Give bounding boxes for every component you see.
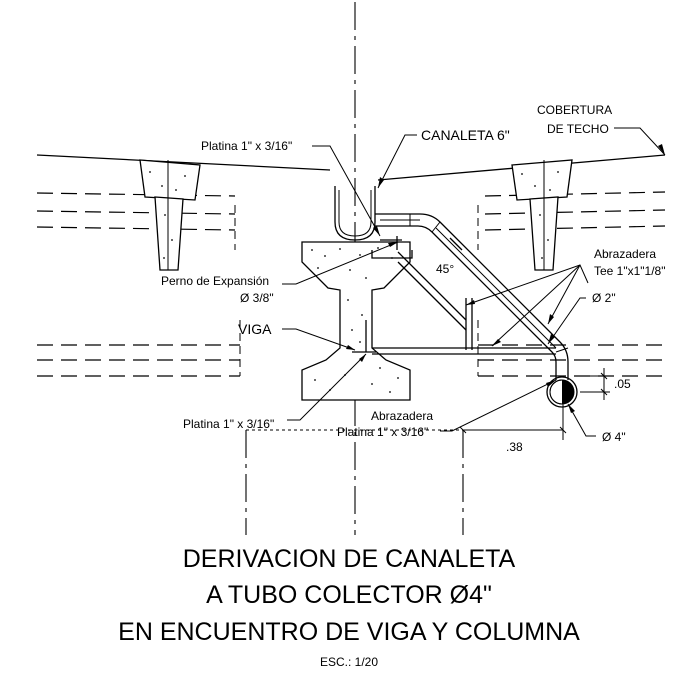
bracket-plate	[352, 236, 402, 353]
annotation-labels: COBERTURA DE TECHO CANALETA 6" Platina 1…	[161, 103, 666, 454]
label-diam-4: Ø 4"	[602, 430, 626, 444]
dimension-lines	[459, 368, 610, 440]
label-abrazadera-bottom-2: Platina 1" x 3/16"	[337, 425, 428, 439]
leader-lines	[282, 127, 666, 437]
label-angle: 45°	[436, 262, 454, 276]
label-abrazadera-bottom-1: Abrazadera	[371, 409, 433, 423]
label-dim-38: .38	[506, 440, 523, 454]
collector-pipe	[546, 376, 578, 408]
label-viga: VIGA	[238, 321, 272, 337]
label-platina-top: Platina 1" x 3/16"	[201, 139, 292, 153]
title-line-1: DERIVACION DE CANALETA	[183, 545, 516, 573]
label-platina-bottom: Platina 1" x 3/16"	[183, 417, 274, 431]
main-beam	[301, 241, 411, 401]
title-line-2: A TUBO COLECTOR Ø4"	[206, 581, 492, 609]
drawing-scale: ESC.: 1/20	[320, 655, 378, 669]
title-line-3: EN ENCUENTRO DE VIGA Y COLUMNA	[118, 618, 580, 646]
label-canaleta: CANALETA 6"	[421, 127, 510, 143]
label-perno-2: Ø 3/8"	[240, 291, 274, 305]
label-cobertura-1: COBERTURA	[537, 103, 612, 117]
right-purlin	[511, 159, 573, 271]
label-diam-2: Ø 2"	[592, 291, 616, 305]
label-abrazadera-tee-2: Tee 1"x1"1/8"	[594, 264, 666, 278]
label-perno-1: Perno de Expansión	[161, 274, 269, 288]
drawing-title: DERIVACION DE CANALETA A TUBO COLECTOR Ø…	[118, 545, 580, 669]
label-abrazadera-tee-1: Abrazadera	[594, 247, 656, 261]
downpipe	[375, 213, 569, 380]
label-dim-05: .05	[614, 377, 631, 391]
left-purlin	[139, 159, 201, 271]
support-struts	[371, 237, 556, 355]
label-cobertura-2: DE TECHO	[547, 122, 609, 136]
hidden-beam-lines	[36, 191, 666, 377]
